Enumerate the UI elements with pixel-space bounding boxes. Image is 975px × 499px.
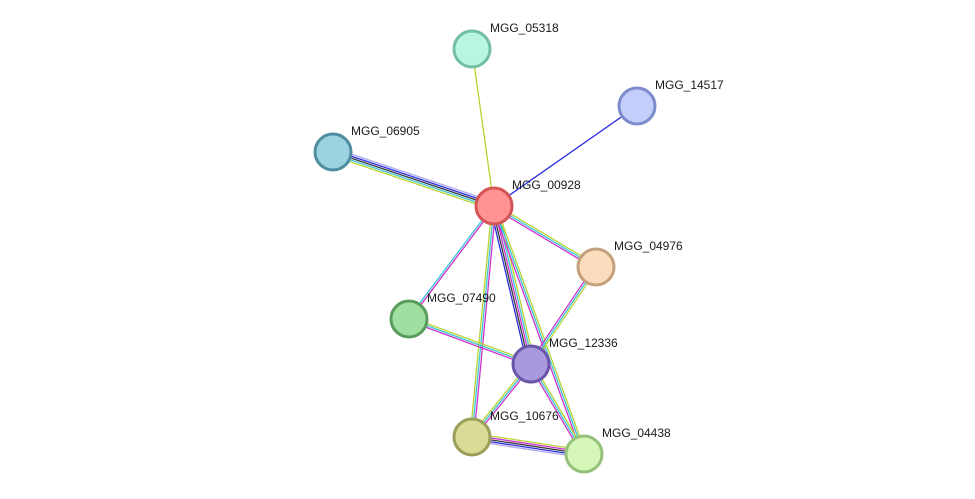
node-circle[interactable] [511, 344, 551, 384]
edge-evidence-line [407, 205, 494, 319]
node-circle[interactable] [474, 186, 514, 226]
nodes-layer: MGG_05318MGG_14517MGG_06905MGG_00928MGG_… [313, 21, 724, 474]
node-label: MGG_12336 [549, 336, 618, 350]
edge-evidence-line [332, 153, 494, 209]
edge-evidence-line [469, 205, 493, 437]
edge-evidence-line [491, 206, 530, 365]
edge-evidence-line [409, 206, 496, 320]
edge-evidence-line [491, 206, 583, 455]
edge-MGG_00928-MGG_14517[interactable] [493, 105, 638, 207]
edge-evidence-line [528, 265, 595, 364]
node-MGG_06905[interactable]: MGG_06905 [313, 124, 420, 172]
edge-MGG_00928-MGG_10676[interactable] [469, 205, 497, 438]
node-label: MGG_10676 [490, 409, 559, 423]
node-label: MGG_04976 [614, 239, 683, 253]
edge-evidence-line [492, 207, 596, 270]
edge-evidence-line [333, 149, 495, 205]
node-label: MGG_04438 [602, 426, 671, 440]
edge-evidence-line [489, 206, 528, 366]
edge-evidence-line [495, 205, 534, 364]
edge-evidence-line [409, 316, 532, 363]
edge-evidence-line [493, 205, 597, 268]
edge-evidence-line [331, 154, 493, 211]
node-MGG_07490[interactable]: MGG_07490 [389, 291, 496, 339]
node-label: MGG_14517 [655, 78, 724, 92]
edge-MGG_00928-MGG_04438[interactable] [491, 205, 587, 455]
node-label: MGG_05318 [490, 21, 559, 35]
node-circle[interactable] [389, 299, 429, 339]
edge-evidence-line [493, 205, 585, 455]
edge-evidence-line [471, 48, 495, 207]
edge-MGG_00928-MGG_06905[interactable] [331, 147, 496, 211]
edge-evidence-line [471, 205, 495, 438]
node-MGG_04976[interactable]: MGG_04976 [576, 239, 683, 287]
node-circle[interactable] [313, 132, 353, 172]
node-MGG_12336[interactable]: MGG_12336 [511, 336, 618, 384]
edge-evidence-line [495, 205, 587, 454]
edge-MGG_00928-MGG_04976[interactable] [492, 203, 598, 270]
edge-evidence-line [494, 203, 598, 266]
node-MGG_14517[interactable]: MGG_14517 [617, 78, 724, 126]
edge-evidence-line [493, 105, 638, 207]
edge-evidence-line [334, 147, 496, 204]
node-MGG_00928[interactable]: MGG_00928 [474, 178, 581, 226]
edge-evidence-line [332, 151, 495, 207]
edge-evidence-line [473, 206, 497, 438]
edge-evidence-line [532, 267, 599, 366]
node-circle[interactable] [564, 434, 604, 474]
node-circle[interactable] [617, 86, 657, 126]
node-MGG_10676[interactable]: MGG_10676 [452, 409, 559, 457]
edge-evidence-line [408, 318, 532, 365]
node-circle[interactable] [452, 29, 492, 69]
edge-MGG_07490-MGG_12336[interactable] [408, 316, 532, 367]
node-MGG_04438[interactable]: MGG_04438 [564, 426, 671, 474]
node-circle[interactable] [576, 247, 616, 287]
node-label: MGG_07490 [427, 291, 496, 305]
node-label: MGG_06905 [351, 124, 420, 138]
edge-evidence-line [493, 205, 532, 365]
edge-MGG_00928-MGG_05318[interactable] [471, 48, 495, 207]
node-label: MGG_00928 [512, 178, 581, 192]
node-circle[interactable] [452, 417, 492, 457]
edge-evidence-line [408, 320, 531, 367]
edge-MGG_00928-MGG_07490[interactable] [407, 205, 496, 320]
node-MGG_05318[interactable]: MGG_05318 [452, 21, 559, 69]
